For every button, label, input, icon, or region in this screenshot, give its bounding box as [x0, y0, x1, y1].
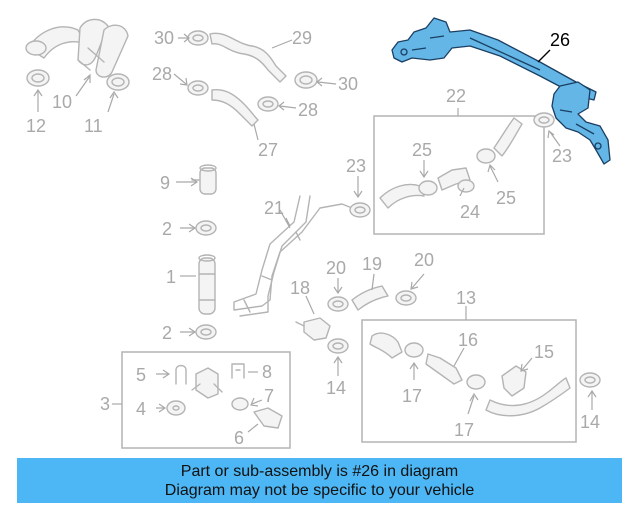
callout-4: 4	[136, 399, 146, 419]
clamp-14a-drawing	[327, 338, 349, 354]
clamp-20b-drawing	[395, 290, 417, 306]
callout-9: 9	[160, 173, 170, 193]
callout-2b: 2	[162, 323, 172, 343]
callout-11: 11	[84, 116, 103, 136]
callout-23a: 23	[346, 156, 366, 176]
callout-14a: 14	[326, 378, 346, 398]
callout-27: 27	[258, 140, 278, 160]
hose-10-drawing	[25, 18, 129, 78]
clamp-2a-drawing	[195, 220, 217, 236]
callout-20a: 20	[326, 258, 346, 278]
callout-24: 24	[460, 202, 480, 222]
callout-21: 21	[264, 198, 284, 218]
callout-12: 12	[26, 116, 46, 136]
callout-8: 8	[262, 362, 272, 382]
callout-23b: 23	[552, 146, 572, 166]
clamp-14b-drawing	[579, 372, 601, 388]
hose-29-drawing	[209, 32, 287, 83]
group-box-3	[121, 351, 291, 449]
callout-17b: 17	[454, 420, 474, 440]
fitting-18-drawing	[295, 317, 331, 341]
callout-10: 10	[52, 92, 72, 112]
callout-1: 1	[166, 267, 176, 287]
box-22-parts	[379, 117, 523, 209]
callout-6: 6	[234, 428, 244, 448]
callout-19: 19	[362, 254, 382, 274]
callout-14b: 14	[580, 412, 600, 432]
clamp-23b-drawing	[533, 112, 555, 128]
clamp-2b-drawing	[195, 324, 217, 340]
clamp-30b-drawing	[294, 71, 318, 89]
banner-line-1: Part or sub-assembly is #26 in diagram	[180, 462, 459, 480]
callout-5: 5	[136, 365, 146, 385]
pipe-1-drawing	[198, 254, 216, 315]
callout-3: 3	[100, 394, 110, 414]
box-3-parts	[166, 363, 283, 429]
clamp-28a-drawing	[187, 80, 209, 96]
group-box-13	[361, 319, 577, 443]
clamp-30a-drawing	[187, 30, 209, 46]
clamp-11-drawing	[106, 73, 130, 91]
callout-17a: 17	[402, 386, 422, 406]
pipe-21-drawing	[233, 195, 353, 317]
callout-16: 16	[458, 330, 478, 350]
callout-22: 22	[446, 86, 466, 106]
callout-28a: 28	[152, 64, 172, 84]
banner-line-2: Diagram may not be specific to your vehi…	[164, 481, 475, 499]
clamp-28b-drawing	[257, 96, 279, 112]
hose-27-drawing	[211, 89, 259, 127]
callout-7: 7	[264, 386, 274, 406]
callout-26: 26	[550, 30, 570, 50]
highlighted-part-26	[391, 17, 611, 165]
callout-30b: 30	[338, 74, 358, 94]
callout-18: 18	[290, 278, 310, 298]
callout-25b: 25	[496, 188, 516, 208]
box-13-parts	[369, 332, 571, 417]
clamp-20a-drawing	[327, 296, 349, 312]
callout-25a: 25	[412, 140, 432, 160]
callout-28b: 28	[298, 100, 318, 120]
callout-29: 29	[292, 28, 312, 48]
group-box-22	[373, 115, 545, 235]
callout-15: 15	[534, 342, 554, 362]
info-banner: Part or sub-assembly is #26 in diagram D…	[17, 458, 622, 503]
callout-2a: 2	[162, 219, 172, 239]
callout-20b: 20	[414, 250, 434, 270]
clamp-23a-drawing	[349, 202, 371, 218]
hose-19-drawing	[351, 285, 389, 311]
callout-30a: 30	[154, 28, 174, 48]
callout-13: 13	[456, 288, 476, 308]
fitting-9-drawing	[191, 164, 217, 195]
clamp-12-drawing	[26, 69, 50, 87]
